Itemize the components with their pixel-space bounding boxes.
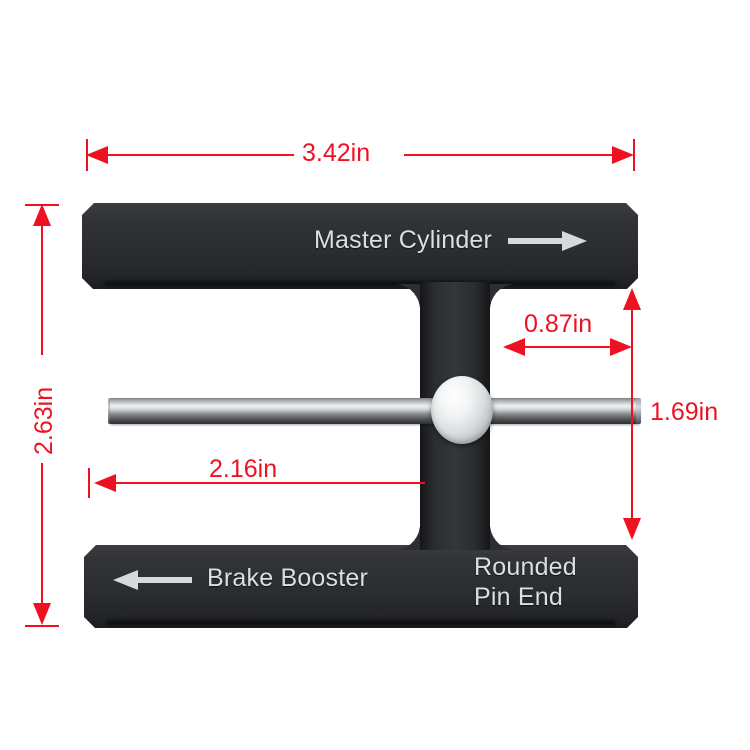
label-brake-booster: Brake Booster <box>207 564 369 592</box>
dim-label-inner-height: 1.69in <box>650 398 719 426</box>
arrowhead-top <box>623 288 641 310</box>
brake-booster-arrow-icon <box>113 570 192 590</box>
tool-bottom-arm <box>84 545 638 628</box>
ext-tick-right <box>633 139 635 171</box>
post-fillet-top-left <box>394 284 420 310</box>
label-rounded-pin-end: Rounded Pin End <box>474 552 604 612</box>
dim-line <box>631 294 633 532</box>
dim-line-right <box>404 154 620 156</box>
dim-line <box>509 346 622 348</box>
arrowhead-right <box>610 338 632 356</box>
post-fillet-top-right <box>490 284 516 310</box>
label-master-cylinder: Master Cylinder <box>314 226 493 254</box>
master-cylinder-arrow-icon <box>508 231 587 251</box>
arrowhead-bottom <box>623 518 641 540</box>
tool-top-arm <box>82 203 638 289</box>
ext-tick-left <box>88 468 90 498</box>
dim-line-upper <box>41 218 43 355</box>
arrowhead-bottom <box>33 603 51 625</box>
arrowhead-left <box>86 146 108 164</box>
dim-line-left <box>100 154 294 156</box>
arrowhead-top <box>33 204 51 226</box>
dim-label-overall-width: 3.42in <box>302 139 371 167</box>
dim-line-lower <box>41 463 43 611</box>
silver-knob <box>431 376 493 444</box>
label-rounded-line1: Rounded <box>474 553 577 581</box>
arrowhead-left <box>503 338 525 356</box>
dim-label-rod-offset: 2.16in <box>209 455 278 483</box>
steel-rod-right-cap <box>636 398 641 424</box>
steel-rod <box>110 398 640 424</box>
dim-label-overall-height: 2.63in <box>30 386 58 455</box>
ext-tick-bottom <box>25 625 59 627</box>
dim-line <box>100 482 425 484</box>
arrowhead-right <box>612 146 634 164</box>
post-fillet-bottom-right <box>490 524 516 550</box>
dim-label-slot-width: 0.87in <box>524 310 593 338</box>
label-rounded-line2: Pin End <box>474 583 563 611</box>
arrowhead-left <box>94 474 116 492</box>
post-fillet-bottom-left <box>394 524 420 550</box>
